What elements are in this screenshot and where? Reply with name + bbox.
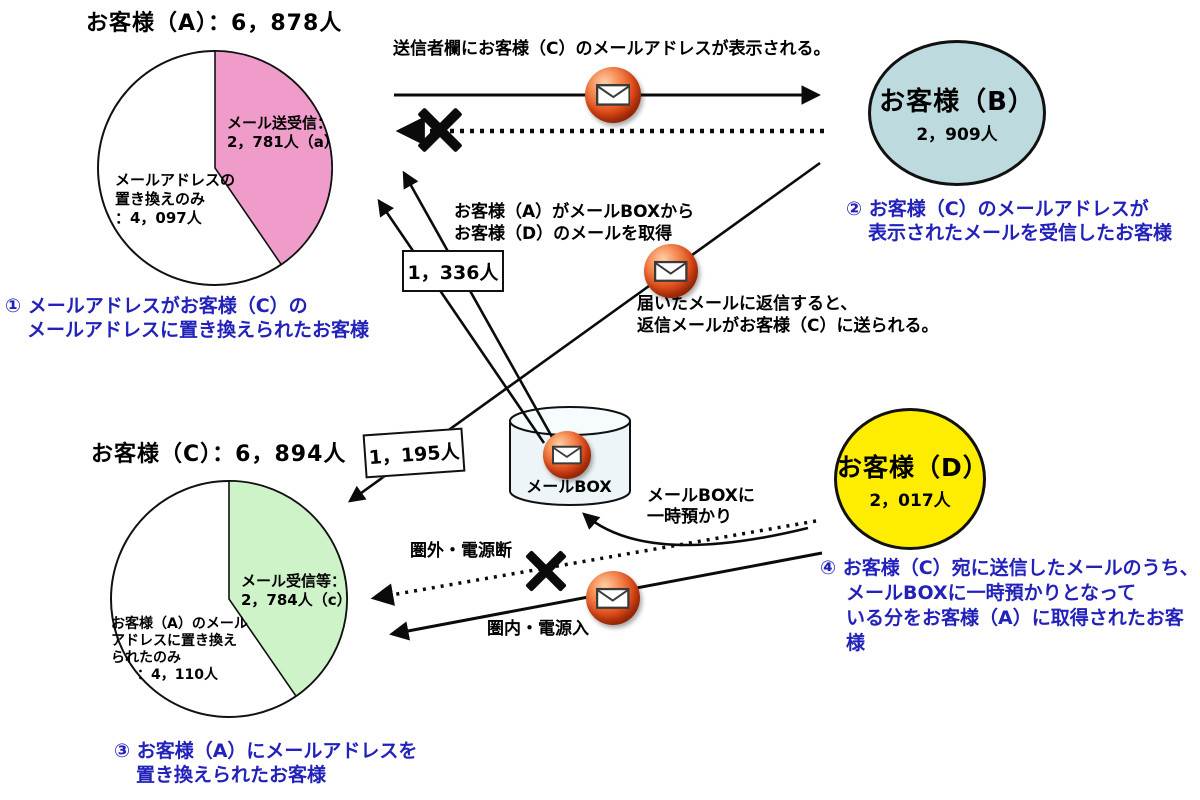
mailbox-label: メールBOX [526,477,612,496]
note-1: ① メールアドレスがお客様（C）の メールアドレスに置き換えられたお客様 [5,294,369,342]
temp-hold-label-line1: メールBOXに [647,486,755,506]
customer-a-title: お客様（A）：6，878人 [86,11,343,36]
pie-a-white-label-line3: ：4，097人 [115,209,202,227]
pie-a-white-label: メールアドレスの 置き換えのみ ：4，097人 [115,171,235,228]
reply-label: 届いたメールに返信すると、 返信メールがお客様（C）に送られる。 [637,293,938,337]
note-4: ④ お客様（C）宛に送信したメールのうち、 メールBOXに一時預かりとなって い… [820,556,1200,656]
note-1-line2: メールアドレスに置き換えられたお客様 [27,319,370,341]
fetch-label: お客様（A）がメールBOXから お客様（D）のメールを取得 [454,201,694,245]
pie-c-wedge [228,480,348,698]
reply-label-line2: 返信メールがお客様（C）に送られる。 [637,316,939,336]
pie-c-white-label-line2: アドレスに置き換え [111,633,237,649]
pie-c-green-label: メール受信等： 2，784人（c） [241,572,352,610]
note-2-line1: ② お客様（C）のメールアドレスが [846,198,1149,220]
arrow-d-to-c-dotted [370,519,817,606]
note-3-line2: 置き換えられたお客様 [136,764,327,786]
note-2-line2: 表示されたメールを受信したお客様 [868,222,1173,244]
customer-d-count: 2，017人 [869,490,951,511]
mail-icon [586,571,640,625]
envelope-icon [654,260,688,282]
pie-c-green-label-line1: メール受信等： [241,572,347,590]
out-of-range-label: 圏外・電源断 [410,541,512,561]
customer-c-title: お客様（C）：6，894人 [91,442,347,467]
pie-a-pink-label-line2: 2，781人（a） [227,133,339,151]
mail-icon [543,431,591,479]
mail-icon [585,67,641,123]
temp-hold-label-line2: 一時預かり [647,507,732,527]
reply-label-line1: 届いたメールに返信すると、 [637,294,858,314]
pie-c-green-label-line2: 2，784人（c） [241,591,352,609]
customer-d-bubble: お客様（D） 2，017人 [834,408,989,550]
note-2: ② お客様（C）のメールアドレスが 表示されたメールを受信したお客様 [846,197,1172,245]
envelope-icon [595,84,631,106]
note-3: ③ お客様（A）にメールアドレスを 置き換えられたお客様 [114,739,417,787]
pie-c-white-label: お客様（A）のメール アドレスに置き換え られたのみ ：4，110人 [111,616,248,684]
count-box-1195: 1，195人 [362,427,466,479]
envelope-icon [596,587,630,609]
pie-a-pink-label: メール送受信： 2，781人（a） [227,114,339,152]
in-range-label: 圏内・電源入 [487,619,589,639]
note-3-line1: ③ お客様（A）にメールアドレスを [114,740,418,762]
customer-d-name: お客様（D） [837,452,989,482]
note-1-line1: ① メールアドレスがお客様（C）の [5,295,308,317]
customer-b-count: 2，909人 [916,125,998,145]
arrow-mailbox-to-a-2 [377,198,546,444]
fetch-label-line1: お客様（A）がメールBOXから [454,202,695,222]
count-box-1336: 1，336人 [402,250,504,292]
note-4-line2: メールBOXに一時預かりとなって [846,582,1137,604]
note-4-line1: ④ お客様（C）宛に送信したメールのうち、 [820,557,1199,579]
pie-a-pink-label-line1: メール送受信： [227,114,333,132]
customer-b-name: お客様（B） [879,87,1035,117]
pie-a-wedge [214,50,333,266]
envelope-icon [552,445,582,465]
pie-c-white-label-line3: られたのみ [111,650,181,666]
note-4-line3: いる分をお客様（A）に取得されたお客様 [846,607,1184,654]
arrow-mailbox-to-a-1 [402,170,554,438]
sender-display-label: 送信者欄にお客様（C）のメールアドレスが表示される。 [393,39,831,59]
pie-c-white-label-line4: ：4，110人 [137,667,218,683]
arrow-temp-hold-curve [582,512,809,547]
pie-a-white-label-line2: 置き換えのみ [115,190,206,208]
customer-b-bubble: お客様（B） 2，909人 [868,40,1046,186]
temp-hold-label: メールBOXに 一時預かり [647,486,755,528]
mail-icon [644,244,698,298]
pie-a-white-label-line1: メールアドレスの [115,171,236,189]
fetch-label-line2: お客様（D）のメールを取得 [454,224,673,244]
pie-c-white-label-line1: お客様（A）のメール [111,616,248,632]
